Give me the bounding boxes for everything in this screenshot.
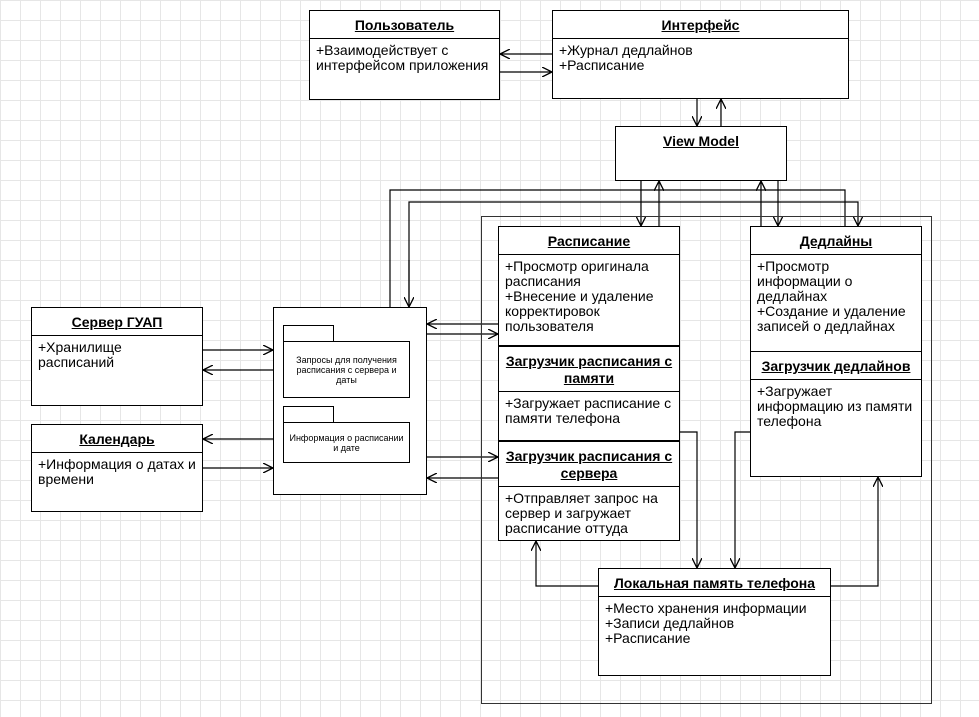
class-local-title: Локальная память телефона: [599, 569, 830, 597]
class-deadlines-loader-attr: +Загружает информацию из памяти телефона: [757, 383, 913, 429]
class-server-title: Сервер ГУАП: [32, 308, 202, 336]
class-server: Сервер ГУАП +Хранилище расписаний: [31, 307, 203, 406]
class-deadlines-title: Дедлайны: [751, 227, 921, 255]
class-local-storage: Локальная память телефона +Место хранени…: [598, 568, 831, 676]
class-interface: Интерфейс +Журнал дедлайнов +Расписание: [552, 10, 849, 99]
class-schedule-srv-loader: Загрузчик расписания с сервера +Отправля…: [499, 440, 679, 540]
data-hub: Запросы для получения расписания с серве…: [273, 307, 427, 495]
class-schedule-srv-attr: +Отправляет запрос на сервер и загружает…: [505, 490, 658, 536]
arrow-local-to-schedule: [536, 541, 600, 587]
package-requests-label: Запросы для получения расписания с серве…: [296, 354, 397, 385]
class-calendar: Календарь +Информация о датах и времени: [31, 424, 203, 512]
class-schedule-srv-title: Загрузчик расписания с сервера: [499, 442, 679, 487]
class-schedule-attr: +Просмотр оригинала расписания: [505, 258, 649, 289]
class-local-attr: +Расписание: [605, 630, 691, 646]
arrow-deadlines-to-hub: [389, 189, 846, 307]
class-schedule-mem-attr: +Загружает расписание с памяти телефона: [505, 395, 672, 426]
class-deadlines-attr: +Просмотр информации о дедлайнах: [757, 258, 853, 304]
class-user: Пользователь +Взаимодействует с интерфей…: [309, 10, 500, 100]
class-interface-title: Интерфейс: [553, 11, 848, 39]
class-viewmodel-title: View Model: [663, 133, 739, 149]
class-deadlines-attr: +Создание и удаление записей о дедлайнах: [757, 303, 906, 334]
class-calendar-title: Календарь: [32, 425, 202, 453]
class-user-title: Пользователь: [310, 11, 499, 39]
class-interface-attr: +Расписание: [559, 57, 645, 73]
class-local-attr: +Место хранения информации: [605, 600, 807, 616]
package-info-label: Информация о расписании и дате: [289, 432, 404, 453]
package-info: Информация о расписании и дате: [283, 422, 410, 463]
arrow-mem-loader-to-local: [680, 431, 697, 568]
class-schedule-mem-title: Загрузчик расписания с памяти: [499, 347, 679, 392]
class-schedule-title: Расписание: [499, 227, 679, 255]
class-schedule-mem-loader: Загрузчик расписания с памяти +Загружает…: [499, 345, 679, 430]
package-requests: Запросы для получения расписания с серве…: [283, 341, 410, 398]
class-calendar-attr: +Информация о датах и времени: [38, 456, 196, 487]
arrow-deadlines-loader-to-local: [735, 431, 750, 568]
arrow-local-to-deadlines: [831, 477, 878, 587]
arrow-viewmodel-to-deadlines-long: [408, 201, 858, 307]
app-modules-frame: [481, 216, 932, 704]
class-user-attr: +Взаимодействует с интерфейсом приложени…: [316, 42, 489, 73]
class-deadlines: Дедлайны +Просмотр информации о дедлайна…: [750, 226, 922, 477]
class-schedule-attr: +Внесение и удаление корректировок польз…: [505, 288, 654, 334]
package-requests-tab: [283, 325, 334, 342]
class-schedule: Расписание +Просмотр оригинала расписани…: [498, 226, 680, 541]
class-interface-attr: +Журнал дедлайнов: [559, 42, 693, 58]
class-server-attr: +Хранилище расписаний: [38, 339, 122, 370]
class-viewmodel: View Model: [615, 126, 787, 181]
class-deadlines-loader: Загрузчик дедлайнов +Загружает информаци…: [751, 351, 921, 433]
class-local-attr: +Записи дедлайнов: [605, 615, 735, 631]
class-deadlines-loader-title: Загрузчик дедлайнов: [751, 352, 921, 380]
package-info-tab: [283, 406, 334, 423]
